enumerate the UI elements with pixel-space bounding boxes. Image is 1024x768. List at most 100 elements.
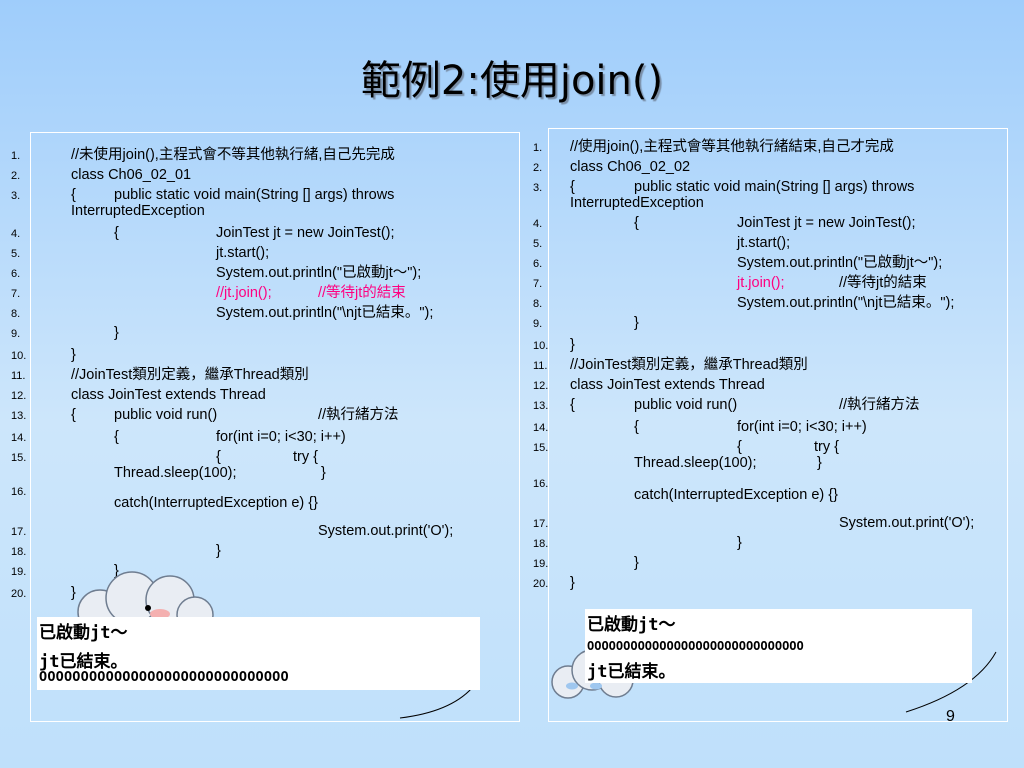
line-number: 18. xyxy=(11,546,27,558)
code-text: //JoinTest類別定義，繼承Thread類別 xyxy=(570,357,808,373)
code-text: class JoinTest extends Thread xyxy=(570,377,765,393)
line-number: 18. xyxy=(533,538,549,550)
left-output-box: 已啟動jt～ jt已結束。 OOOOOOOOOOOOOOOOOOOOOOOOOO… xyxy=(37,617,480,690)
line-number: 8. xyxy=(11,308,21,320)
line-number: 15. xyxy=(11,452,27,464)
line-number: 2. xyxy=(11,170,21,182)
code-text: //執行緒方法 xyxy=(318,407,399,423)
line-number: 9. xyxy=(11,328,21,340)
code-text: { xyxy=(216,449,221,465)
line-number: 4. xyxy=(533,218,543,230)
code-text: } xyxy=(570,575,575,591)
code-text-continued: Thread.sleep(100); xyxy=(114,465,237,481)
line-number: 13. xyxy=(11,410,27,422)
right-output-line-1: 已啟動jt～ xyxy=(587,615,676,635)
code-text: jt.join(); xyxy=(737,275,785,291)
code-text: { xyxy=(71,187,76,203)
line-number: 7. xyxy=(533,278,543,290)
line-number: 11. xyxy=(11,370,26,382)
line-number: 3. xyxy=(533,182,543,194)
line-number: 19. xyxy=(533,558,549,570)
left-cloud-tail-curve xyxy=(399,687,473,719)
code-text: public static void main(String [] args) … xyxy=(634,179,915,195)
code-text: { xyxy=(737,439,742,455)
code-text: } xyxy=(114,563,119,579)
code-text: public void run() xyxy=(114,407,218,423)
code-text: //JoinTest類別定義，繼承Thread類別 xyxy=(71,367,309,383)
line-number: 16. xyxy=(11,486,27,498)
code-text: class JoinTest extends Thread xyxy=(71,387,266,403)
code-text: //使用join(),主程式會等其他執行緒結束,自己才完成 xyxy=(570,139,894,155)
code-text: { xyxy=(114,225,119,241)
line-number: 12. xyxy=(11,390,27,402)
line-number: 17. xyxy=(533,518,549,530)
line-number: 1. xyxy=(533,142,543,154)
slide-title: 範例2:使用join() xyxy=(360,58,664,104)
line-number: 20. xyxy=(11,588,27,600)
code-text: class Ch06_02_01 xyxy=(71,167,192,183)
line-number: 5. xyxy=(11,248,21,260)
code-text: { xyxy=(570,179,575,195)
code-text: //等待jt的結束 xyxy=(839,275,927,291)
code-text-continued: catch(InterruptedException e) {} xyxy=(634,487,838,503)
code-text: { xyxy=(114,429,119,445)
line-number: 7. xyxy=(11,288,21,300)
code-text: public void run() xyxy=(634,397,738,413)
line-number: 14. xyxy=(11,432,27,444)
line-number: 10. xyxy=(533,340,549,352)
code-text: System.out.print('O'); xyxy=(839,515,975,531)
line-number: 3. xyxy=(11,190,21,202)
line-number: 13. xyxy=(533,400,549,412)
line-number: 10. xyxy=(11,350,27,362)
line-number: 5. xyxy=(533,238,543,250)
code-text: System.out.println("已啟動jt～"); xyxy=(216,265,422,281)
code-text-continued: catch(InterruptedException e) {} xyxy=(114,495,318,511)
code-text: //等待jt的結束 xyxy=(318,285,406,301)
code-text: JoinTest jt = new JoinTest(); xyxy=(737,215,916,231)
line-number: 17. xyxy=(11,526,27,538)
line-number: 20. xyxy=(533,578,549,590)
code-text: { xyxy=(634,215,639,231)
code-text: } xyxy=(216,543,221,559)
code-text: for(int i=0; i<30; i++) xyxy=(216,429,346,445)
code-text: } xyxy=(570,337,575,353)
code-text: } xyxy=(114,325,119,341)
left-output-line-1: 已啟動jt～ xyxy=(39,623,128,643)
code-text: } xyxy=(737,535,742,551)
code-text: } xyxy=(71,347,76,363)
code-text: try { xyxy=(814,439,839,455)
code-text: JoinTest jt = new JoinTest(); xyxy=(216,225,395,241)
line-number: 4. xyxy=(11,228,21,240)
code-text: try { xyxy=(293,449,318,465)
line-number: 8. xyxy=(533,298,543,310)
line-number: 12. xyxy=(533,380,549,392)
left-output-line-3: OOOOOOOOOOOOOOOOOOOOOOOOOOOOOO xyxy=(39,669,289,685)
code-text: for(int i=0; i<30; i++) xyxy=(737,419,867,435)
right-output-box: 已啟動jt～ OOOOOOOOOOOOOOOOOOOOOOOOOOOOOO jt… xyxy=(585,609,972,683)
right-cloud-tail-curve xyxy=(905,651,997,713)
code-text: //執行緒方法 xyxy=(839,397,920,413)
code-text-continued: Thread.sleep(100); xyxy=(634,455,757,471)
line-number: 11. xyxy=(533,360,548,372)
line-number: 9. xyxy=(533,318,543,330)
code-text: } xyxy=(634,315,639,331)
line-number: 15. xyxy=(533,442,549,454)
code-text: public static void main(String [] args) … xyxy=(114,187,395,203)
code-text: jt.start(); xyxy=(737,235,791,251)
code-text: } xyxy=(634,555,639,571)
code-text: System.out.println("\njt已結束。"); xyxy=(737,295,955,311)
line-number: 1. xyxy=(11,150,21,162)
right-output-line-2: OOOOOOOOOOOOOOOOOOOOOOOOOOOOOO xyxy=(587,639,804,653)
code-text: } xyxy=(71,585,76,601)
code-text: System.out.println("\njt已結束。"); xyxy=(216,305,434,321)
left-output-line-2: jt已結束。 xyxy=(39,652,128,672)
code-text: System.out.println("已啟動jt～"); xyxy=(737,255,943,271)
right-output-line-3: jt已結束。 xyxy=(587,662,676,682)
code-text: { xyxy=(71,407,76,423)
code-text-continued: } xyxy=(817,455,822,471)
code-text: { xyxy=(570,397,575,413)
